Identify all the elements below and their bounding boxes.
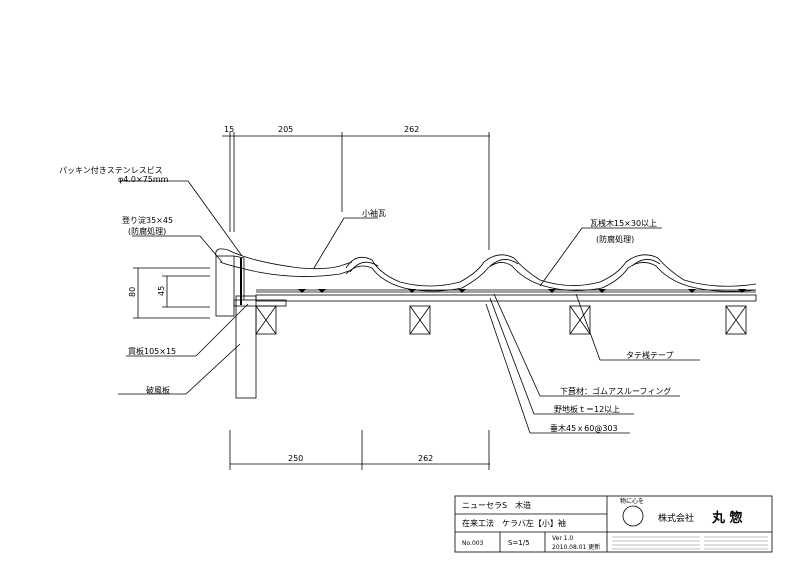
address-fine-print (612, 536, 768, 550)
title-date: 2010.08.01 更新 (552, 543, 600, 551)
label-tile-batten-1: 瓦桟木15×30以上 (590, 218, 657, 228)
label-screw-2: φ4.0×75mm (118, 175, 169, 184)
title-version: Ver 1.0 (552, 535, 573, 542)
label-through-board: 貫板105×15 (128, 346, 176, 356)
dim-top-first: 15 (224, 125, 234, 134)
leader-lines (118, 180, 700, 434)
label-underlay: 下葺材：ゴムアスルーフィング (560, 386, 671, 396)
label-screw-1: パッキン付きステンレスビス (59, 165, 163, 175)
label-rafter: 垂木45ｘ60@303 (550, 423, 618, 433)
dim-vert-inner: 45 (157, 286, 166, 296)
title-product: ニューセラS 木造 (462, 500, 531, 510)
edge-batten (215, 255, 235, 317)
label-batten-2: (防腐処理) (128, 226, 166, 236)
company-logo (622, 505, 644, 527)
sleeve-tile (215, 248, 353, 300)
bargeboard (235, 295, 257, 399)
title-company-name: 丸 惣 (711, 510, 743, 526)
label-sleeve-tile: 小袖瓦 (362, 208, 386, 218)
roof-tiles (345, 254, 757, 292)
dim-bottom-first: 250 (288, 454, 303, 463)
label-bargeboard: 破風板 (146, 385, 170, 395)
vertical-dimension-lines (133, 267, 210, 319)
label-tile-batten-2: (防腐処理) (596, 234, 634, 244)
title-block-frame (454, 495, 773, 553)
title-scale: S=1/5 (508, 539, 530, 547)
title-method: 在来工法 ケラバ左【小】袖 (462, 518, 566, 528)
sheathing-board (255, 289, 757, 302)
label-tape: タテ桟テープ (626, 350, 674, 360)
label-batten-1: 登り淀35×45 (122, 215, 173, 225)
dim-top-third: 262 (404, 125, 419, 134)
dim-top-second: 205 (278, 125, 293, 134)
dim-vert-outer: 80 (128, 287, 137, 297)
top-dimension-line (222, 132, 490, 250)
title-number: No.003 (462, 540, 484, 547)
dim-bottom-second: 262 (418, 454, 433, 463)
rafters (255, 305, 747, 335)
label-sheathing: 野地板ｔ＝12以上 (554, 404, 620, 414)
title-tagline: 物に心を (620, 497, 644, 505)
bottom-dimension-line (229, 430, 490, 470)
tile-batten-marks (298, 289, 746, 293)
title-company: 株式会社 (658, 512, 694, 524)
